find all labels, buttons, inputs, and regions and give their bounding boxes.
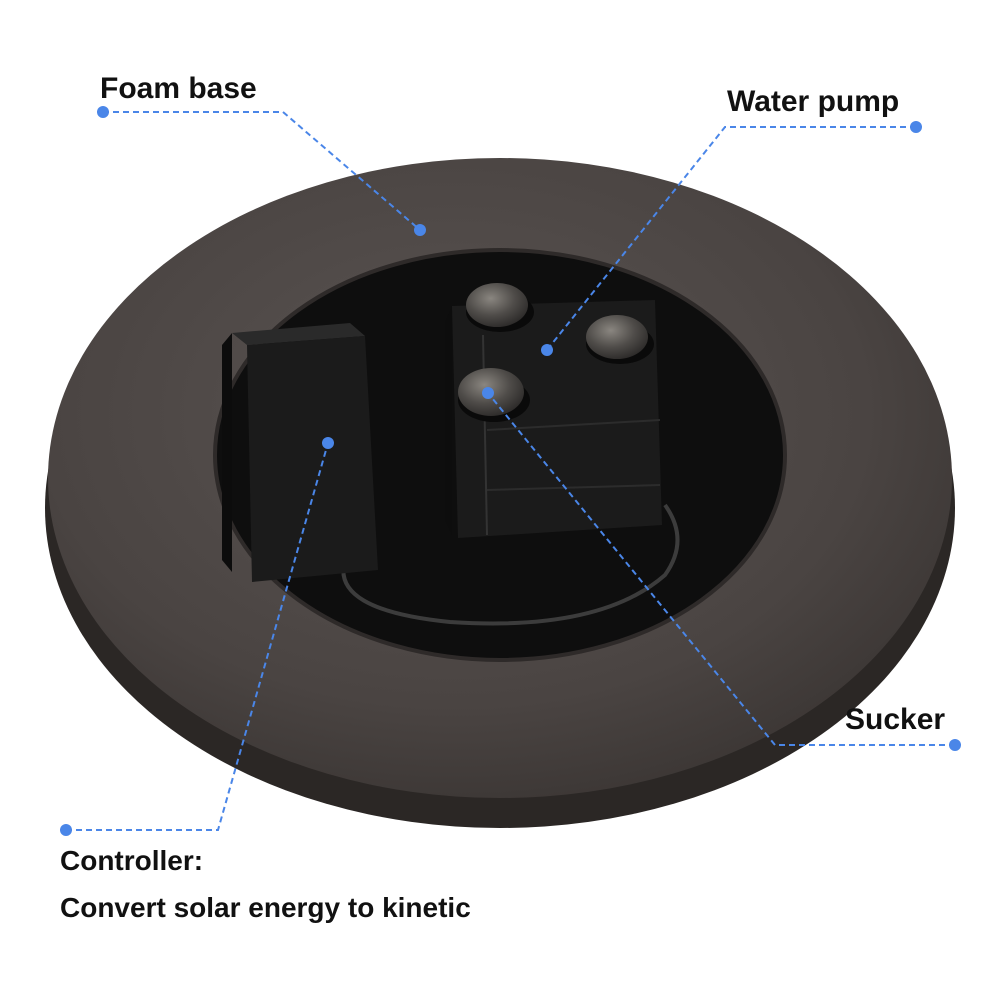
controller-box xyxy=(222,323,378,582)
sucker-top-cup xyxy=(466,283,528,327)
controller-leader xyxy=(66,442,329,831)
controller-description: Convert solar energy to kinetic xyxy=(60,892,471,923)
water-pump-label: Water pump xyxy=(727,85,900,118)
water-pump-seam-lower xyxy=(486,484,661,491)
controller-label: Controller: xyxy=(60,845,204,876)
controller-box-side xyxy=(222,333,232,572)
water-pump-seam-vertical xyxy=(482,334,488,536)
foam-base-label-dot xyxy=(97,106,109,118)
water-pump-target-dot xyxy=(541,344,553,356)
foam-base-recess-rim xyxy=(213,248,787,662)
controller-target-dot xyxy=(322,437,334,449)
controller-box-top xyxy=(232,323,365,345)
sucker-right xyxy=(586,315,654,364)
sucker-target-dot xyxy=(482,387,494,399)
sucker-right-cup xyxy=(586,315,648,359)
water-pump-left-side xyxy=(445,306,452,535)
connecting-wire xyxy=(341,503,680,626)
callout-dots xyxy=(60,106,961,836)
water-pump-label-dot xyxy=(910,121,922,133)
controller-label-dot xyxy=(60,824,72,836)
sucker-label: Sucker xyxy=(845,703,946,736)
controller-box-front xyxy=(247,336,378,582)
water-pump-leader xyxy=(546,126,916,351)
foam-base-label: Foam base xyxy=(100,72,257,105)
sucker-label-dot xyxy=(949,739,961,751)
foam-base-target-dot xyxy=(414,224,426,236)
sucker-leader xyxy=(487,392,955,746)
callout-lines xyxy=(66,111,955,831)
water-pump-seam-horizontal xyxy=(486,419,661,431)
sucker-top xyxy=(466,283,534,332)
foam-base-leader xyxy=(103,111,421,231)
